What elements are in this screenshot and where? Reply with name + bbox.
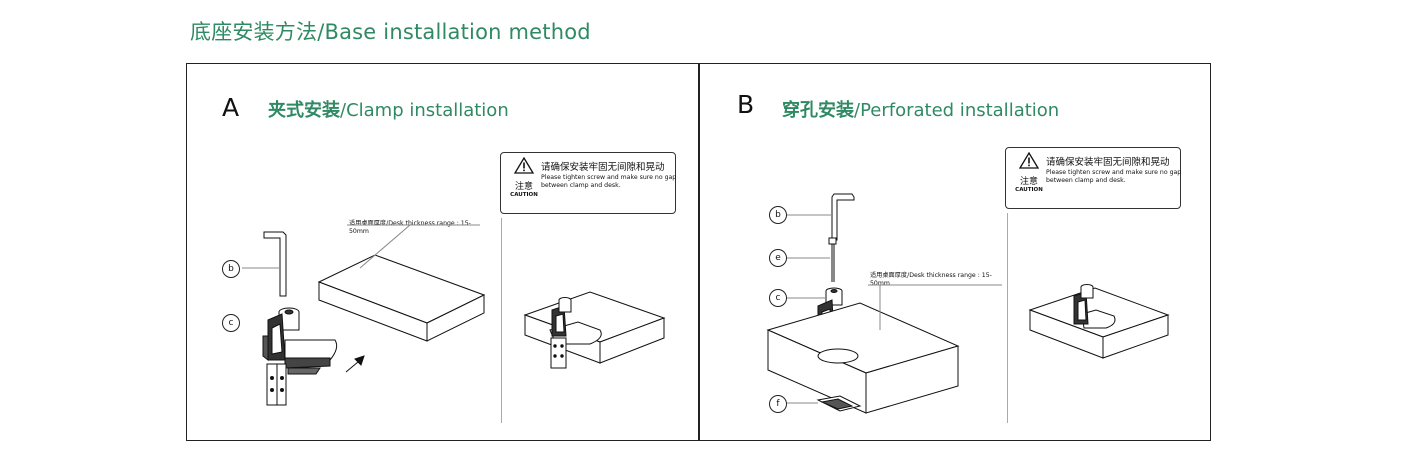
callout-c-b: c — [769, 289, 787, 307]
caution-icon-group-a: 注意 CAUTION — [507, 156, 541, 198]
caution-message-cn: 请确保安装牢固无间隙和晃动 — [541, 162, 665, 173]
assembled-desk-b — [1028, 284, 1170, 359]
callout-b-a: b — [222, 260, 240, 278]
callout-c-a: c — [222, 314, 240, 332]
direction-arrow — [345, 355, 365, 373]
desk-thickness-note-b: 适用桌面厚度/Desk thickness range : 15-50mm — [870, 272, 992, 287]
desk-thickness-note-a: 适用桌面厚度/Desk thickness range : 15-50mm — [349, 220, 471, 235]
callout-e-b: e — [769, 249, 787, 267]
panel-divider — [698, 63, 700, 441]
page-title: 底座安装方法/Base installation method — [190, 20, 591, 44]
panel-a-inner-divider — [501, 218, 502, 423]
desk-block-a — [317, 224, 486, 342]
callout-b-b: b — [769, 206, 787, 224]
section-a-title: 夹式安装/Clamp installation — [268, 96, 509, 122]
section-b-title-en: /Perforated installation — [854, 100, 1060, 121]
caution-message-en: Please tighten screw and make sure no ga… — [1046, 169, 1182, 184]
caution-cn-label: 注意 — [1019, 177, 1038, 187]
caution-icon-group-b: 注意 CAUTION — [1012, 151, 1046, 193]
hex-key-a — [263, 231, 287, 297]
bolt-e — [828, 237, 837, 282]
section-a-title-en: /Clamp installation — [340, 100, 509, 121]
panel-b-inner-divider — [1007, 213, 1008, 423]
caution-box-b: 注意 CAUTION 请确保安装牢固无间隙和晃动 Please tighten … — [1005, 147, 1181, 209]
caution-box-a: 注意 CAUTION 请确保安装牢固无间隙和晃动 Please tighten … — [500, 152, 676, 214]
section-b-title: 穿孔安装/Perforated installation — [782, 96, 1059, 122]
bottom-plate-f — [816, 395, 862, 412]
callout-f-b: f — [769, 395, 787, 413]
section-a-title-cn: 夹式安装 — [268, 100, 340, 121]
section-b-title-cn: 穿孔安装 — [782, 100, 854, 121]
caution-word: CAUTION — [1015, 187, 1043, 193]
assembled-desk-a — [523, 291, 666, 369]
warning-icon — [1018, 151, 1040, 169]
section-a-letter: A — [222, 93, 240, 122]
caution-message-cn: 请确保安装牢固无间隙和晃动 — [1046, 157, 1170, 168]
caution-word: CAUTION — [510, 192, 538, 198]
caution-cn-label: 注意 — [514, 182, 533, 192]
hex-key-b — [831, 193, 855, 241]
section-b-letter: B — [737, 90, 755, 119]
desk-block-b — [766, 284, 1002, 414]
clamp-mount-a — [262, 307, 338, 406]
warning-icon — [513, 156, 535, 174]
caution-message-en: Please tighten screw and make sure no ga… — [541, 174, 677, 189]
